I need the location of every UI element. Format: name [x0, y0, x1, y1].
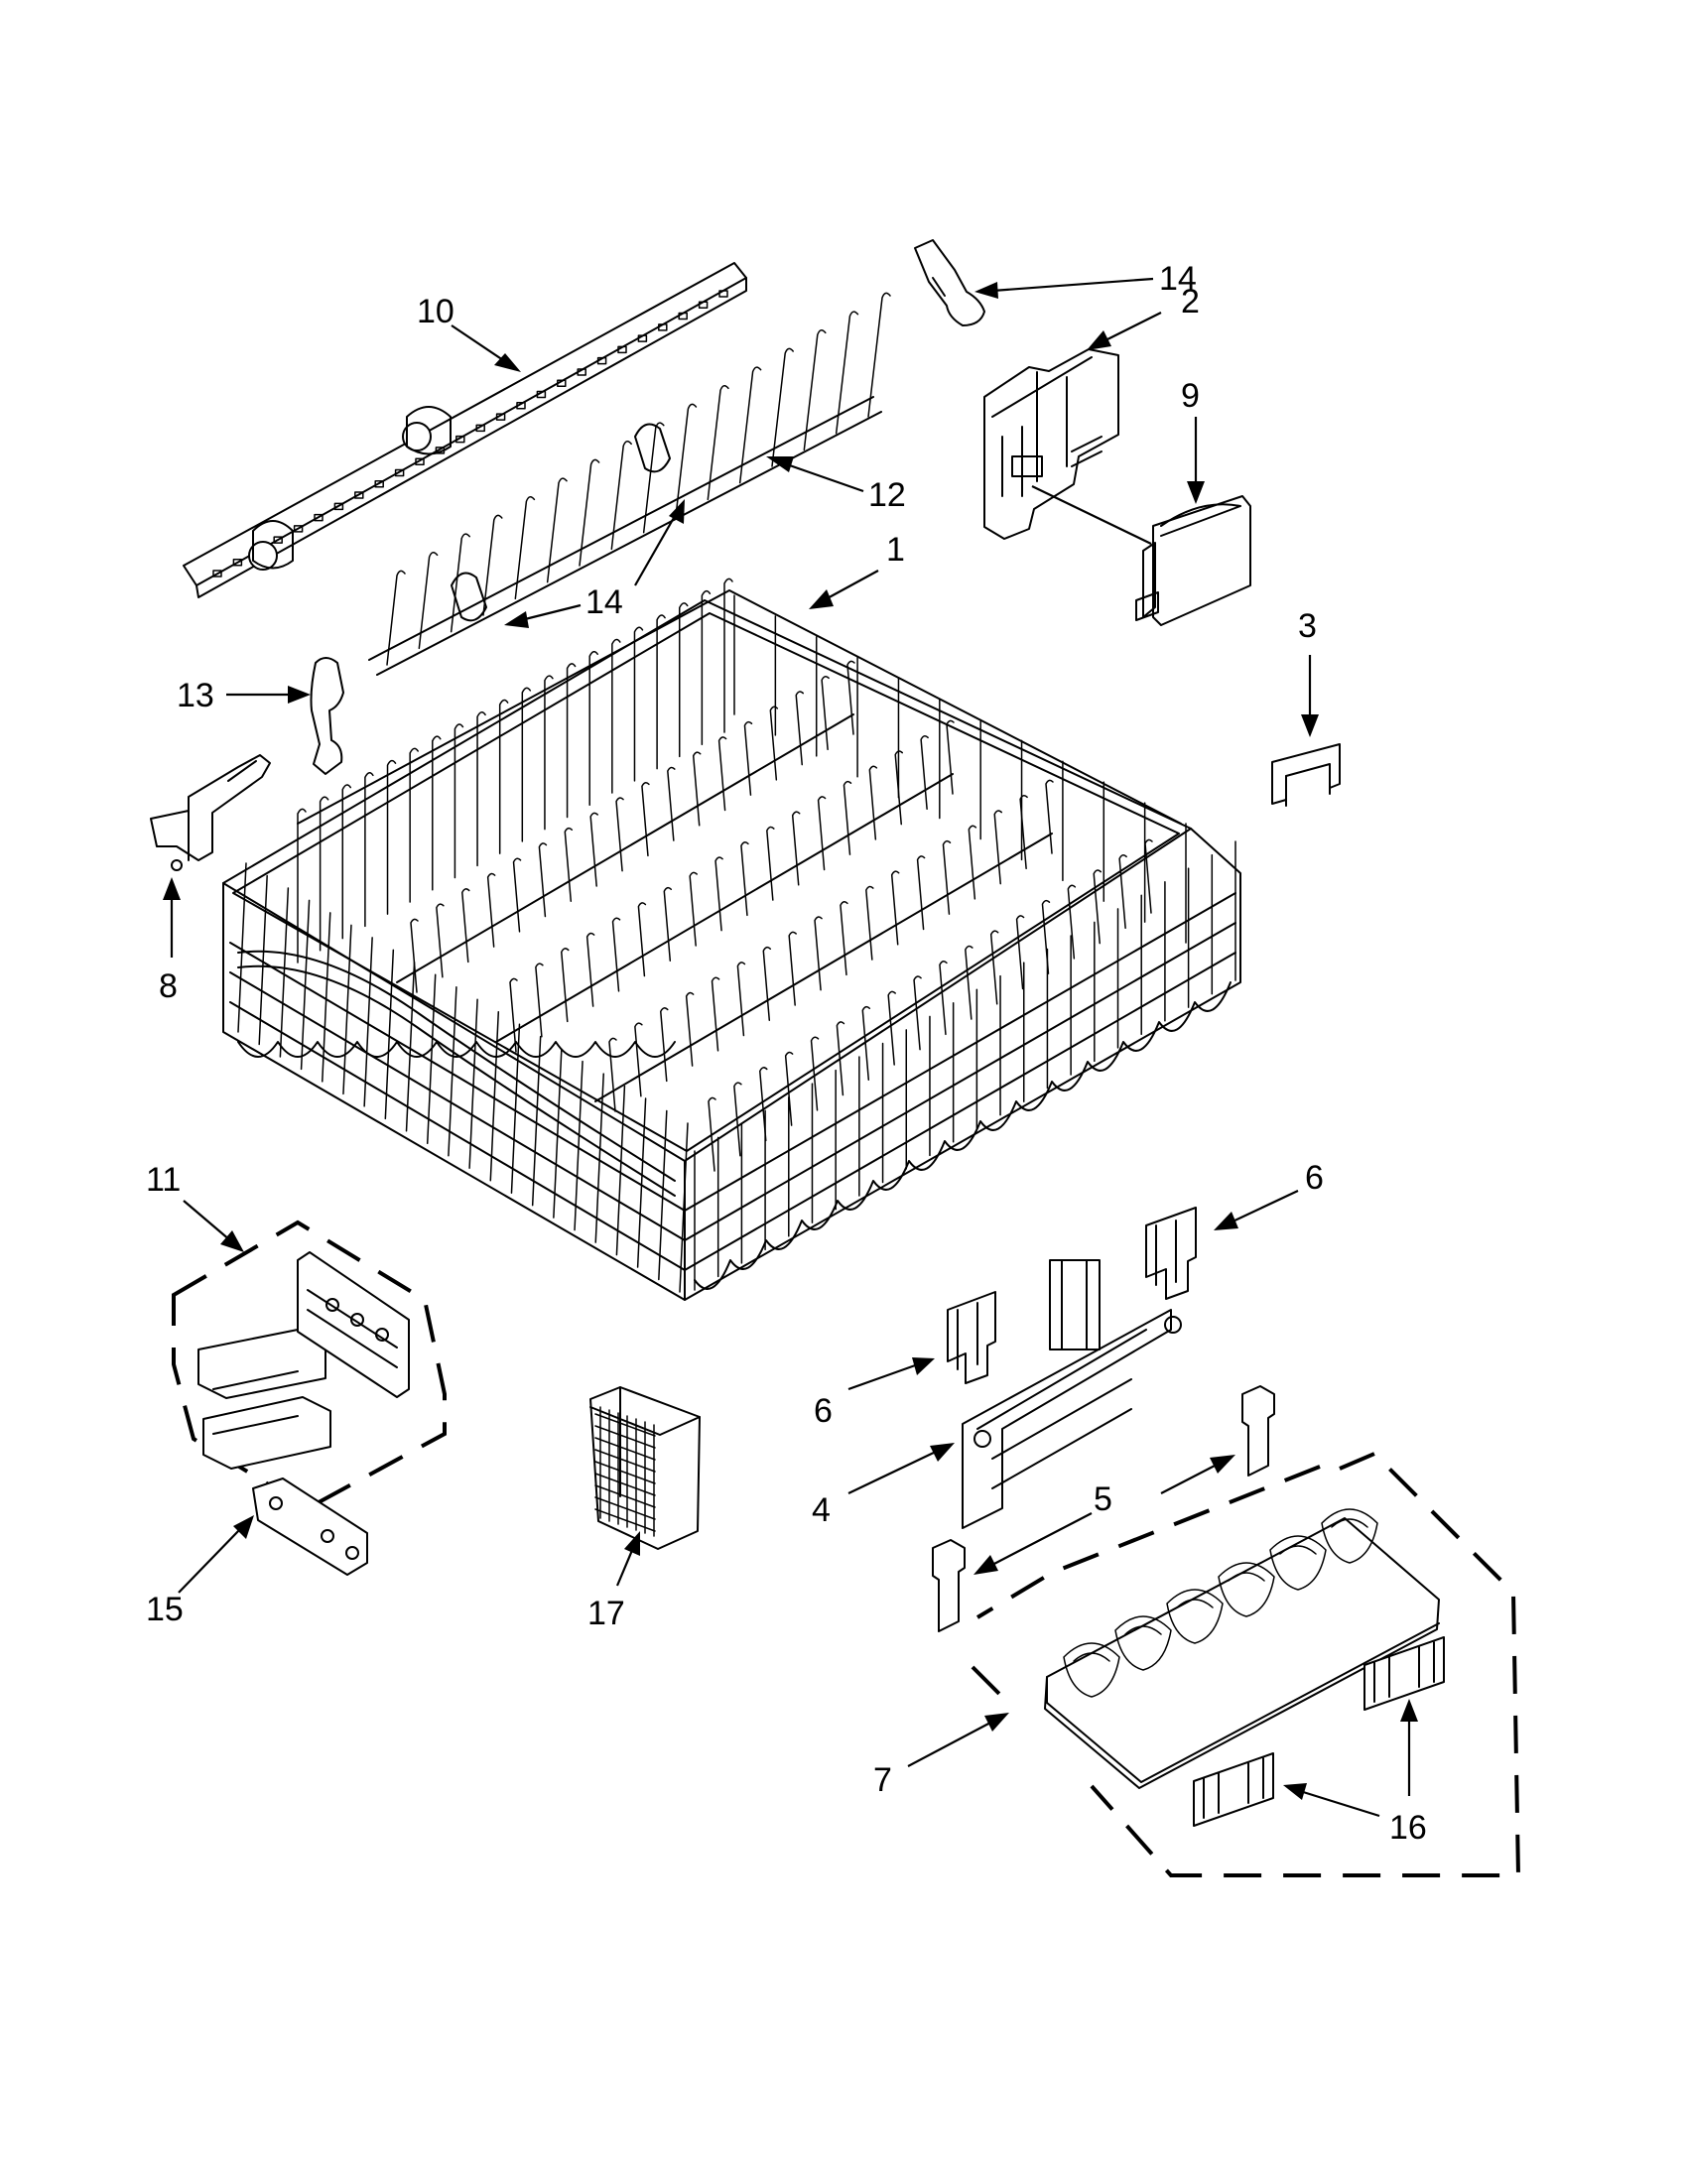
- callout-6-right: 6: [1305, 1159, 1324, 1197]
- part-9-cover: [1135, 495, 1251, 626]
- part-10-rack-rail: [183, 262, 747, 598]
- part-5-post-left: [932, 1539, 966, 1632]
- part-8-clip: [150, 754, 271, 871]
- part-7-insert-assembly: [971, 1451, 1521, 1877]
- part-11-tray-assembly: [172, 1220, 447, 1511]
- callout-4: 4: [812, 1491, 831, 1529]
- callout-10: 10: [417, 293, 454, 330]
- callout-9: 9: [1181, 377, 1200, 415]
- part-17-utensil-basket: [589, 1386, 701, 1550]
- callout-labels: 10 14 2 9 12 1 14 3 13 8 11 6 6 4 5 15 1…: [146, 260, 1427, 1847]
- callout-15: 15: [146, 1591, 184, 1628]
- part-16-clip-a: [1363, 1636, 1445, 1711]
- part-3-small-clip: [1271, 743, 1341, 807]
- callout-12: 12: [868, 476, 906, 514]
- callout-2: 2: [1181, 283, 1200, 321]
- callout-13: 13: [177, 677, 214, 714]
- part-15-bracket: [252, 1477, 368, 1576]
- part-13-clip: [310, 657, 344, 775]
- callout-1: 1: [886, 531, 905, 569]
- callout-14-top: 14: [1159, 260, 1197, 298]
- part-4-rack-adjuster: [962, 1259, 1182, 1529]
- callout-6-left: 6: [814, 1392, 833, 1430]
- callout-16: 16: [1389, 1809, 1427, 1847]
- part-12-tine-row: [368, 292, 891, 676]
- callout-11: 11: [146, 1161, 181, 1199]
- callout-5: 5: [1094, 1480, 1112, 1518]
- part-14-clip-top: [914, 239, 985, 326]
- part-6-clip-right: [1145, 1207, 1197, 1300]
- part-6-clip-left: [947, 1291, 996, 1384]
- part-5-post-right: [1241, 1385, 1275, 1477]
- callout-8: 8: [159, 967, 178, 1005]
- part-16-clip-b: [1193, 1752, 1274, 1827]
- callout-17: 17: [587, 1595, 625, 1632]
- part-1-upper-dishrack: [222, 578, 1241, 1301]
- callout-3: 3: [1298, 607, 1317, 645]
- callout-7: 7: [873, 1761, 892, 1799]
- leaders: [163, 277, 1418, 1818]
- callout-14-lower: 14: [585, 583, 623, 621]
- part-2-bracket: [983, 348, 1119, 540]
